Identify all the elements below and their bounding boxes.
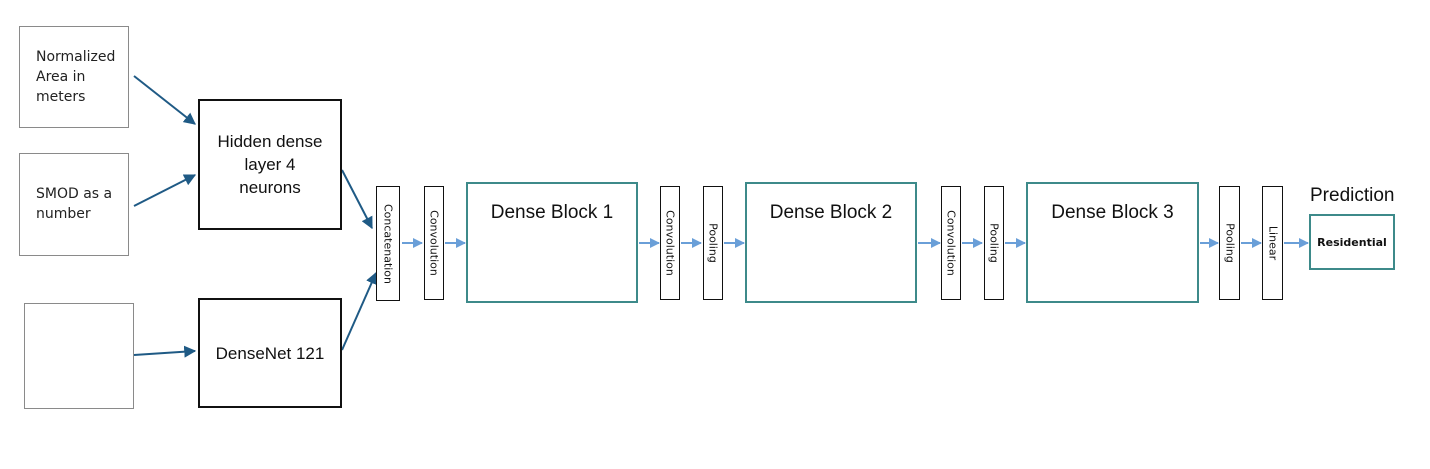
convolution-label: Convolution (944, 210, 958, 276)
convolution-label: Convolution (427, 210, 441, 276)
convolution-layer-2: Convolution (660, 186, 680, 300)
hidden-dense-line-2: layer 4 (244, 155, 296, 174)
convolution-layer-1: Convolution (424, 186, 444, 300)
densenet-box: DenseNet 121 (198, 298, 342, 408)
hidden-dense-line-3: neurons (239, 178, 301, 197)
input-smod-line-1: SMOD as a (36, 186, 113, 202)
convolution-layer-3: Convolution (941, 186, 961, 300)
concatenation-layer: Concatenation (376, 186, 400, 301)
arrow-image-to-densenet (133, 345, 197, 358)
input-area-line-3: meters (36, 89, 86, 105)
hidden-dense-line-1: Hidden dense (217, 132, 323, 151)
pooling-layer-2: Pooling (984, 186, 1004, 300)
prediction-box: Residential (1309, 214, 1395, 270)
convolution-label: Convolution (663, 210, 677, 276)
input-area-box: Normalized Area in meters (19, 26, 129, 128)
arrow-hidden-to-concat (341, 169, 373, 230)
prediction-value: Residential (1317, 235, 1387, 249)
pooling-label: Pooling (706, 223, 720, 263)
arrow-area-to-hidden (133, 75, 196, 125)
arrow-smod-to-hidden (133, 174, 197, 207)
arrow-densenet-to-concat (341, 271, 378, 351)
pooling-layer-3: Pooling (1219, 186, 1240, 300)
hidden-dense-layer-box: Hidden dense layer 4 neurons (198, 99, 342, 230)
input-area-line-2: Area in (36, 69, 86, 85)
input-area-line-1: Normalized (36, 49, 116, 65)
input-image-box (24, 303, 134, 409)
dense-block-2: Dense Block 2 (745, 182, 917, 303)
pooling-label: Pooling (987, 223, 1001, 263)
dense-block-title: Dense Block 2 (769, 202, 893, 223)
input-smod-line-2: number (36, 206, 91, 222)
concatenation-label: Concatenation (381, 203, 395, 284)
input-smod-box: SMOD as a number (19, 153, 129, 256)
dense-block-title: Dense Block 3 (1051, 202, 1174, 223)
pooling-label: Pooling (1223, 223, 1236, 263)
prediction-title: Prediction (1310, 185, 1395, 206)
densenet-label: DenseNet 121 (215, 343, 325, 363)
dense-block-title: Dense Block 1 (490, 202, 614, 223)
dense-block-3: Dense Block 3 (1026, 182, 1199, 303)
linear-label: Linear (1266, 225, 1279, 261)
dense-block-1: Dense Block 1 (466, 182, 638, 303)
pooling-layer-1: Pooling (703, 186, 723, 300)
linear-layer: Linear (1262, 186, 1283, 300)
